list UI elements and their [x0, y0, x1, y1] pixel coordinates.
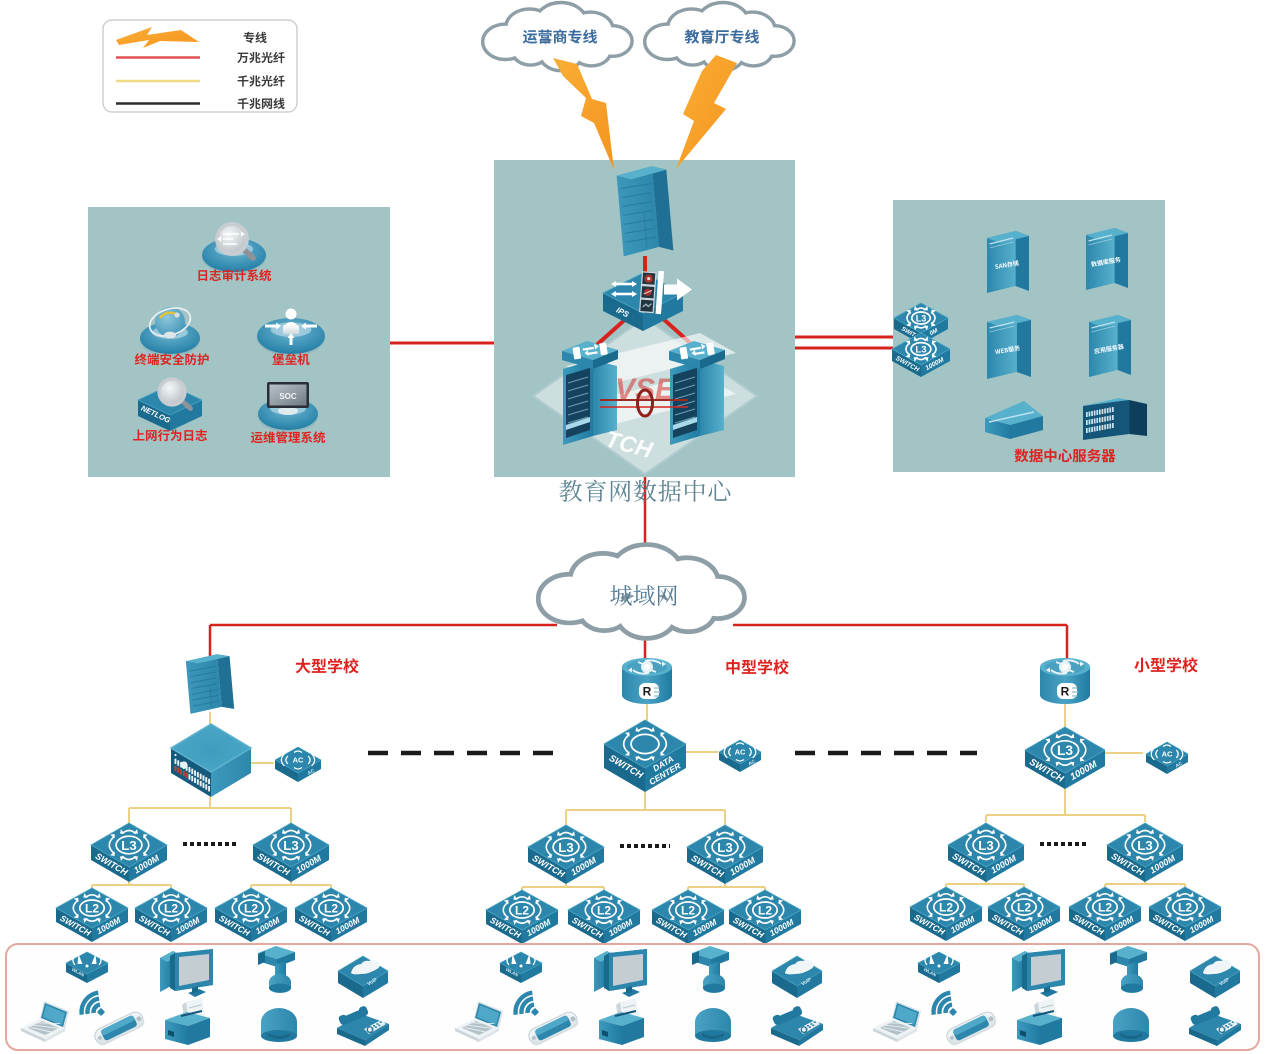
svg-text:L3: L3 — [916, 313, 927, 323]
svg-text:SOC: SOC — [279, 392, 297, 401]
svg-text:AC: AC — [735, 748, 746, 757]
svg-text:WLAN: WLAN — [505, 967, 519, 978]
svg-text:VoIP: VoIP — [366, 976, 379, 987]
svg-text:L3: L3 — [558, 840, 573, 855]
svg-text:L2: L2 — [85, 901, 99, 915]
svg-text:L2: L2 — [515, 903, 529, 917]
svg-text:AC: AC — [1174, 761, 1184, 770]
svg-text:WLAN: WLAN — [71, 967, 85, 978]
svg-text:L2: L2 — [1098, 900, 1112, 914]
svg-text:L3: L3 — [978, 838, 993, 853]
svg-text:L3: L3 — [121, 838, 136, 853]
svg-text:L2: L2 — [939, 900, 953, 914]
svg-text:L3: L3 — [1137, 838, 1152, 853]
svg-text:L2: L2 — [164, 901, 178, 915]
svg-text:R: R — [643, 685, 652, 699]
svg-text:L2: L2 — [681, 903, 695, 917]
svg-text:0M: 0M — [929, 327, 940, 337]
svg-text:L2: L2 — [1017, 900, 1031, 914]
svg-text:AC: AC — [293, 756, 304, 765]
svg-text:VoIP: VoIP — [1218, 976, 1231, 987]
svg-text:R: R — [1061, 685, 1070, 699]
svg-text:L3: L3 — [717, 840, 732, 855]
svg-text:L2: L2 — [1178, 900, 1192, 914]
svg-text:L2: L2 — [597, 903, 611, 917]
svg-text:L2: L2 — [324, 901, 338, 915]
svg-text:AC: AC — [1162, 750, 1173, 759]
svg-text:AC: AC — [747, 759, 757, 768]
svg-text:L2: L2 — [758, 903, 772, 917]
svg-text:L3: L3 — [1057, 743, 1073, 758]
svg-text:L3: L3 — [283, 838, 298, 853]
svg-text:WLAN: WLAN — [923, 967, 937, 978]
svg-text:L2: L2 — [244, 901, 258, 915]
svg-text:VoIP: VoIP — [800, 976, 813, 987]
svg-text:L3: L3 — [915, 345, 926, 356]
svg-text:AC: AC — [307, 768, 317, 777]
